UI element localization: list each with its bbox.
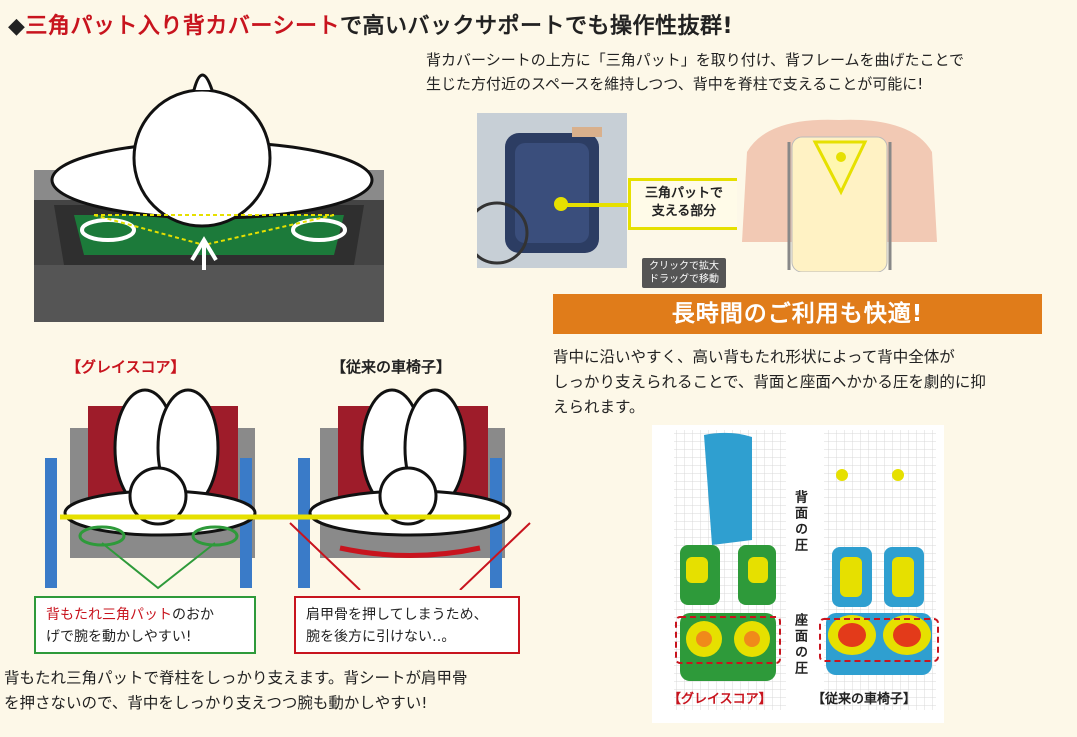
back-illustration xyxy=(737,112,942,272)
grace-core-caption: 【グレイスコア】 xyxy=(66,358,186,376)
title-rest: で高いバックサポートでも操作性抜群! xyxy=(339,14,734,39)
back-pressure-label: 背面の圧 xyxy=(792,490,807,554)
zoom-tooltip: クリックで拡大 ドラッグで移動 xyxy=(642,258,726,288)
grace-core-note: 背もたれ三角パットのおか げで腕を動かしやすい! xyxy=(34,596,256,654)
page-title: ◆三角パット入り背カバーシートで高いバックサポートでも操作性抜群! xyxy=(8,8,733,40)
summary-text: 背もたれ三角パットで脊柱をしっかり支えます。背シートが肩甲骨 を押さないので、背… xyxy=(4,669,468,712)
conventional-caption: 【従来の車椅子】 xyxy=(331,358,452,376)
heatmap-right-caption: 【従来の車椅子】 xyxy=(812,692,917,707)
comparison-illustration xyxy=(30,378,550,591)
seat-pressure-label: 座面の圧 xyxy=(792,613,807,677)
comfort-text: 背中に沿いやすく、高い背もたれ形状によって背中全体が しっかり支えられることで、… xyxy=(553,348,986,416)
heatmap-left-caption: 【グレイスコア】 xyxy=(668,692,772,707)
diamond-icon: ◆ xyxy=(8,14,26,39)
title-highlight: 三角パット入り背カバーシート xyxy=(25,14,340,39)
conventional-note: 肩甲骨を押してしまうため、 腕を後方に引けない‥。 xyxy=(294,596,520,654)
intro-text: 背カバーシートの上方に「三角パット」を取り付け、背フレームを曲げたことで 生じた… xyxy=(426,51,965,93)
wheelchair-photo[interactable] xyxy=(477,113,627,268)
comfort-banner: 長時間のご利用も快適! xyxy=(553,294,1042,334)
pad-callout: 三角パットで 支える部分 xyxy=(628,178,740,230)
pressure-map-panel xyxy=(652,425,944,723)
top-view-illustration xyxy=(34,50,384,322)
